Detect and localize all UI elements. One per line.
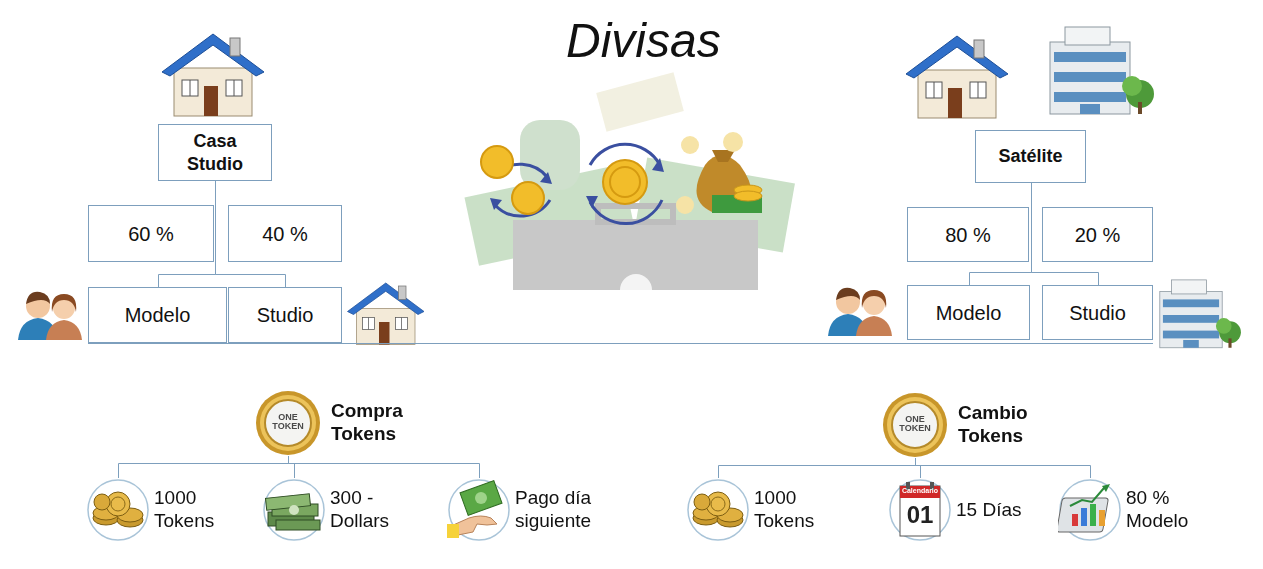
coin-text: ONE TOKEN bbox=[895, 415, 935, 433]
value-box: 20 % bbox=[1042, 207, 1153, 262]
item-icon bbox=[1058, 478, 1122, 542]
box-heading: Satélite bbox=[998, 145, 1062, 168]
value-box: 40 % bbox=[228, 205, 342, 262]
icon-item: 80 % Modelo bbox=[1058, 478, 1202, 542]
tree-connector bbox=[719, 458, 916, 478]
item-label: Pago día siguiente bbox=[515, 478, 611, 542]
box-label: 40 % bbox=[262, 222, 308, 246]
value-box: 60 % bbox=[88, 205, 214, 262]
item-label: 15 Días bbox=[956, 478, 1046, 542]
box-label: Modelo bbox=[125, 303, 191, 327]
coin-heading: Compra Tokens bbox=[331, 390, 415, 456]
value-box: Studio bbox=[1042, 285, 1153, 340]
item-label: 300 - Dollars bbox=[330, 478, 402, 542]
icon-item: 1000 Tokens bbox=[86, 478, 226, 542]
tree-connector bbox=[916, 458, 1091, 478]
tree-connector bbox=[289, 456, 480, 478]
item-icon bbox=[686, 478, 750, 542]
box-label: Studio bbox=[257, 303, 314, 327]
box-label: Modelo bbox=[936, 301, 1002, 325]
coin-text: ONE TOKEN bbox=[268, 413, 308, 431]
item-label: 80 % Modelo bbox=[1126, 478, 1202, 542]
tree-connector bbox=[289, 456, 295, 478]
item-label: 1000 Tokens bbox=[154, 478, 226, 542]
box-label: Studio bbox=[1069, 301, 1126, 325]
icon-item: 300 - Dollars bbox=[262, 478, 402, 542]
token-coin: ONE TOKEN Compra Tokens bbox=[255, 390, 415, 456]
item-icon bbox=[86, 478, 150, 542]
value-box: 80 % bbox=[907, 207, 1029, 262]
item-label: 1000 Tokens bbox=[754, 478, 826, 542]
value-box: Studio bbox=[228, 287, 342, 343]
item-icon bbox=[262, 478, 326, 542]
value-box: Modelo bbox=[907, 285, 1030, 340]
tree-connector bbox=[119, 456, 289, 478]
calendar-day: 01 bbox=[900, 502, 940, 528]
parent-box: Casa Studio bbox=[158, 124, 272, 181]
diagram-title: Divisas bbox=[566, 12, 721, 70]
box-heading: Casa Studio bbox=[165, 130, 265, 175]
box-label: 60 % bbox=[128, 222, 174, 246]
coin-heading: Cambio Tokens bbox=[958, 392, 1042, 458]
parent-box: Satélite bbox=[975, 130, 1086, 183]
box-label: 80 % bbox=[945, 223, 991, 247]
icon-item: 1000 Tokens bbox=[686, 478, 826, 542]
item-icon bbox=[447, 478, 511, 542]
icon-item: Pago día siguiente bbox=[447, 478, 611, 542]
token-coin: ONE TOKEN Cambio Tokens bbox=[882, 392, 1042, 458]
calendar-header: Calendario bbox=[900, 487, 940, 495]
tree-connector bbox=[916, 458, 921, 478]
box-label: 20 % bbox=[1075, 223, 1121, 247]
value-box: Modelo bbox=[88, 287, 227, 343]
